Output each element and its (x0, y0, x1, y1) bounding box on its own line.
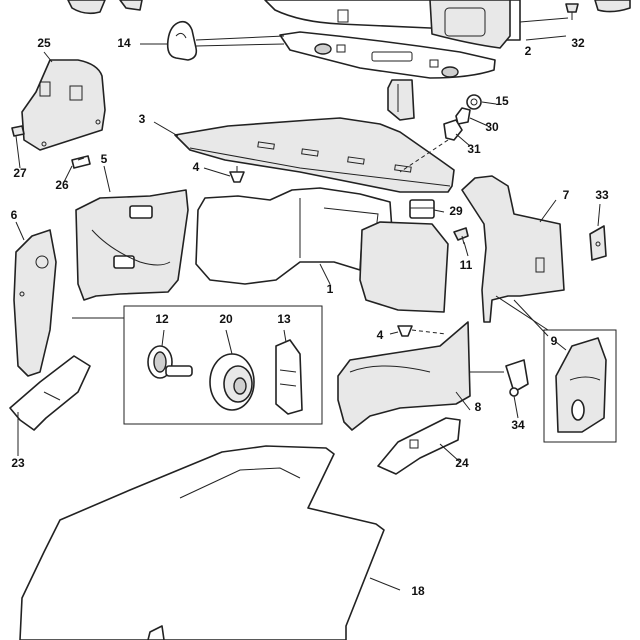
callout-8: 8 (475, 400, 482, 414)
callout-1: 1 (327, 282, 334, 296)
mount-bracket[interactable] (387, 79, 415, 121)
lower-bracket-24[interactable] (377, 417, 461, 475)
callout-25: 25 (37, 36, 51, 50)
detail-inset-box (123, 305, 323, 425)
load-floor-cover-3[interactable] (174, 117, 455, 193)
callout-24: 24 (455, 456, 469, 470)
push-pin-4-upper[interactable] (229, 166, 245, 183)
screw-32[interactable] (565, 3, 579, 20)
callout-4-upper: 4 (193, 160, 200, 174)
leader-lines (15, 17, 601, 591)
callout-18: 18 (411, 584, 425, 598)
callout-34: 34 (511, 418, 525, 432)
side-bracket-25[interactable] (21, 59, 106, 151)
side-trim-panel-1-right[interactable] (359, 221, 449, 313)
upper-left-bracket-fragment[interactable] (67, 0, 143, 15)
screw-11[interactable] (453, 227, 469, 245)
upper-right-latch-fragment[interactable] (594, 0, 631, 13)
trim-panel-6[interactable] (13, 229, 57, 377)
callout-numbers: 1 2 3 4 4 5 6 7 8 9 11 12 13 14 15 18 20… (11, 36, 609, 598)
callout-33: 33 (595, 188, 609, 202)
pin-4-lower-dash (411, 329, 447, 335)
clip-15[interactable] (466, 94, 482, 110)
callout-5: 5 (101, 152, 108, 166)
callout-11: 11 (460, 258, 473, 272)
push-fastener-12[interactable] (147, 345, 193, 379)
callout-23: 23 (11, 456, 25, 470)
callout-3: 3 (139, 112, 146, 126)
bracket-9[interactable] (555, 337, 607, 433)
spring-clip-14[interactable] (166, 20, 198, 61)
callout-4-lower: 4 (377, 328, 384, 342)
callout-15: 15 (495, 94, 509, 108)
callout-12: 12 (155, 312, 169, 326)
detail-inset-box-9 (543, 329, 617, 443)
callout-31: 31 (467, 142, 481, 156)
clip-30[interactable] (455, 107, 471, 125)
callout-29: 29 (449, 204, 463, 218)
callout-6: 6 (11, 208, 18, 222)
fastener-34[interactable] (505, 359, 529, 397)
bolt-26[interactable] (71, 155, 91, 169)
retainer-clip-13[interactable] (275, 339, 303, 415)
callout-32: 32 (571, 36, 585, 50)
tailgate-trim-panel[interactable] (264, 0, 521, 49)
callout-30: 30 (485, 120, 499, 134)
round-grommet-20[interactable] (209, 353, 255, 411)
callout-27: 27 (13, 166, 27, 180)
callout-20: 20 (219, 312, 233, 326)
load-floor-mat-18[interactable] (19, 445, 385, 640)
callout-14: 14 (117, 36, 131, 50)
nut-27[interactable] (11, 125, 25, 137)
callout-7: 7 (563, 188, 570, 202)
clip-33[interactable] (589, 225, 607, 261)
callout-9: 9 (551, 334, 558, 348)
quarter-trim-5[interactable] (75, 189, 189, 301)
push-pin-4-lower[interactable] (397, 325, 413, 337)
callout-2: 2 (525, 44, 532, 58)
callout-26: 26 (55, 178, 69, 192)
callout-13: 13 (277, 312, 291, 326)
sill-bracket-23[interactable] (9, 355, 91, 431)
tailgate-lower-trim-strip[interactable] (279, 31, 496, 79)
right-side-bracket-7[interactable] (461, 175, 565, 323)
clip-29[interactable] (409, 199, 435, 219)
lower-trim-panel-8[interactable] (337, 321, 471, 431)
